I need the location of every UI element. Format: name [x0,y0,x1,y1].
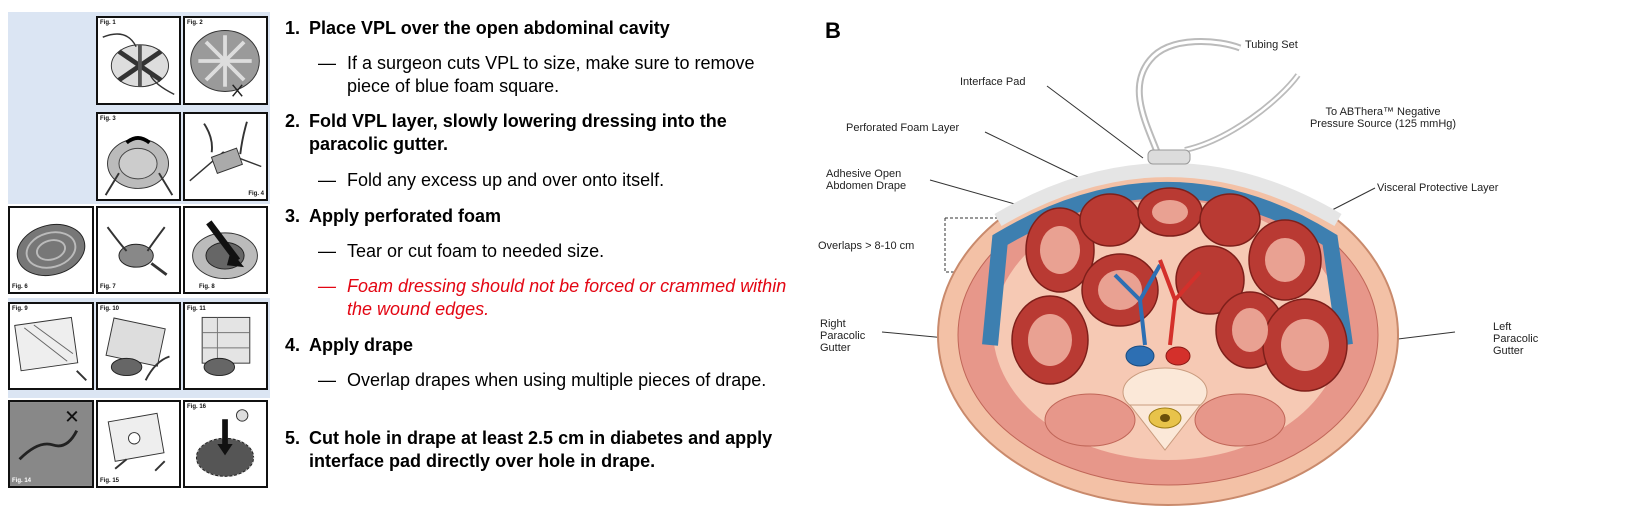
label-perforated-foam-layer: Perforated Foam Layer [846,122,960,134]
bullet-dash: — [318,370,336,390]
figure-9-illustration [14,316,87,381]
panel-b-label: B [825,18,841,43]
figure-1: Fig. 1 [96,16,181,105]
figure-4: Fig. 4 [183,112,268,201]
bullet-dash: — [318,170,336,190]
figure-6-illustration [16,223,86,277]
label-overlaps: Overlaps > 8-10 cm [818,240,915,252]
substep-text: If a surgeon cuts VPL to size, make sure… [347,53,755,96]
label-tubing-set: Tubing Set [1245,39,1298,51]
figure-3: Fig. 3 [96,112,181,201]
figure-label: Fig. 11 [187,306,206,312]
figure-label: Fig. 6 [12,284,28,290]
figure-14-illustration [10,402,92,486]
bullet-dash: — [318,53,336,73]
figure-label: Fig. 4 [248,191,264,197]
figure-16: Fig. 16 [183,400,268,488]
step-number: 4. [285,335,301,355]
figure-label: Fig. 8 [199,284,215,290]
label-visceral-protective-layer: Visceral Protective Layer [1377,182,1499,194]
figure-9: Fig. 9 [8,302,94,390]
label-pressure-source: To ABThera™ Negative Pressure Source (12… [1309,106,1457,130]
step-number: 3. [285,206,301,226]
figure-8: Fig. 8 [183,206,268,294]
step-number: 5. [285,428,301,448]
step-text: Fold VPL layer, slowly lowering dressing… [309,111,727,154]
substep-text: Foam dressing should not be forced or cr… [347,276,787,319]
figure-label: Fig. 9 [12,306,28,312]
figure-16-illustration [195,409,255,477]
bullet-dash: — [318,276,336,296]
figure-8-illustration [192,220,258,280]
label-left-paracolic-gutter: Left Paracolic Gutter [1493,321,1539,357]
figure-4-illustration [189,121,262,182]
label-interface-pad: Interface Pad [960,76,1026,88]
figure-label: Fig. 1 [100,20,116,26]
substep-text: Fold any excess up and over onto itself. [347,170,665,190]
step-number: 1. [285,18,301,38]
figure-label: Fig. 7 [100,284,116,290]
figure-label: Fig. 14 [12,478,32,484]
substep-text: Overlap drapes when using multiple piece… [347,370,767,390]
figure-3-illustration [104,136,174,196]
step-text: Cut hole in drape at least 2.5 cm in dia… [309,428,773,471]
figure-11: Fig. 11 [183,302,268,390]
figure-15-illustration [107,412,166,472]
figure-label: Fig. 15 [100,478,120,484]
substep-text: Tear or cut foam to needed size. [347,241,605,261]
figure-label: Fig. 2 [187,20,203,26]
abdomen-cross-section-diagram [881,37,1456,506]
step-text: Apply drape [309,335,414,355]
figure-15: Fig. 15 [96,400,181,488]
step-number: 2. [285,111,301,131]
figure-7: Fig. 7 [96,206,181,294]
figure-10-illustration [105,317,170,381]
figure-label: Fig. 3 [100,116,116,122]
figure-2-illustration [190,30,260,97]
figure-label: Fig. 10 [100,306,120,312]
figure-11-illustration [201,316,251,377]
step-text: Apply perforated foam [309,206,502,226]
figure-14: Fig. 14 [8,400,94,488]
figure-1-illustration [102,33,175,95]
label-right-paracolic-gutter: Right Paracolic Gutter [820,318,866,354]
step-text: Place VPL over the open abdominal cavity [309,18,670,38]
bullet-dash: — [318,241,336,261]
figure-6: Fig. 6 [8,206,94,294]
figure-10: Fig. 10 [96,302,181,390]
figure-7-illustration [106,226,168,276]
label-adhesive-drape: Adhesive Open Abdomen Drape [826,168,907,192]
figure-label: Fig. 16 [187,404,207,410]
figure-2: Fig. 2 [183,16,268,105]
